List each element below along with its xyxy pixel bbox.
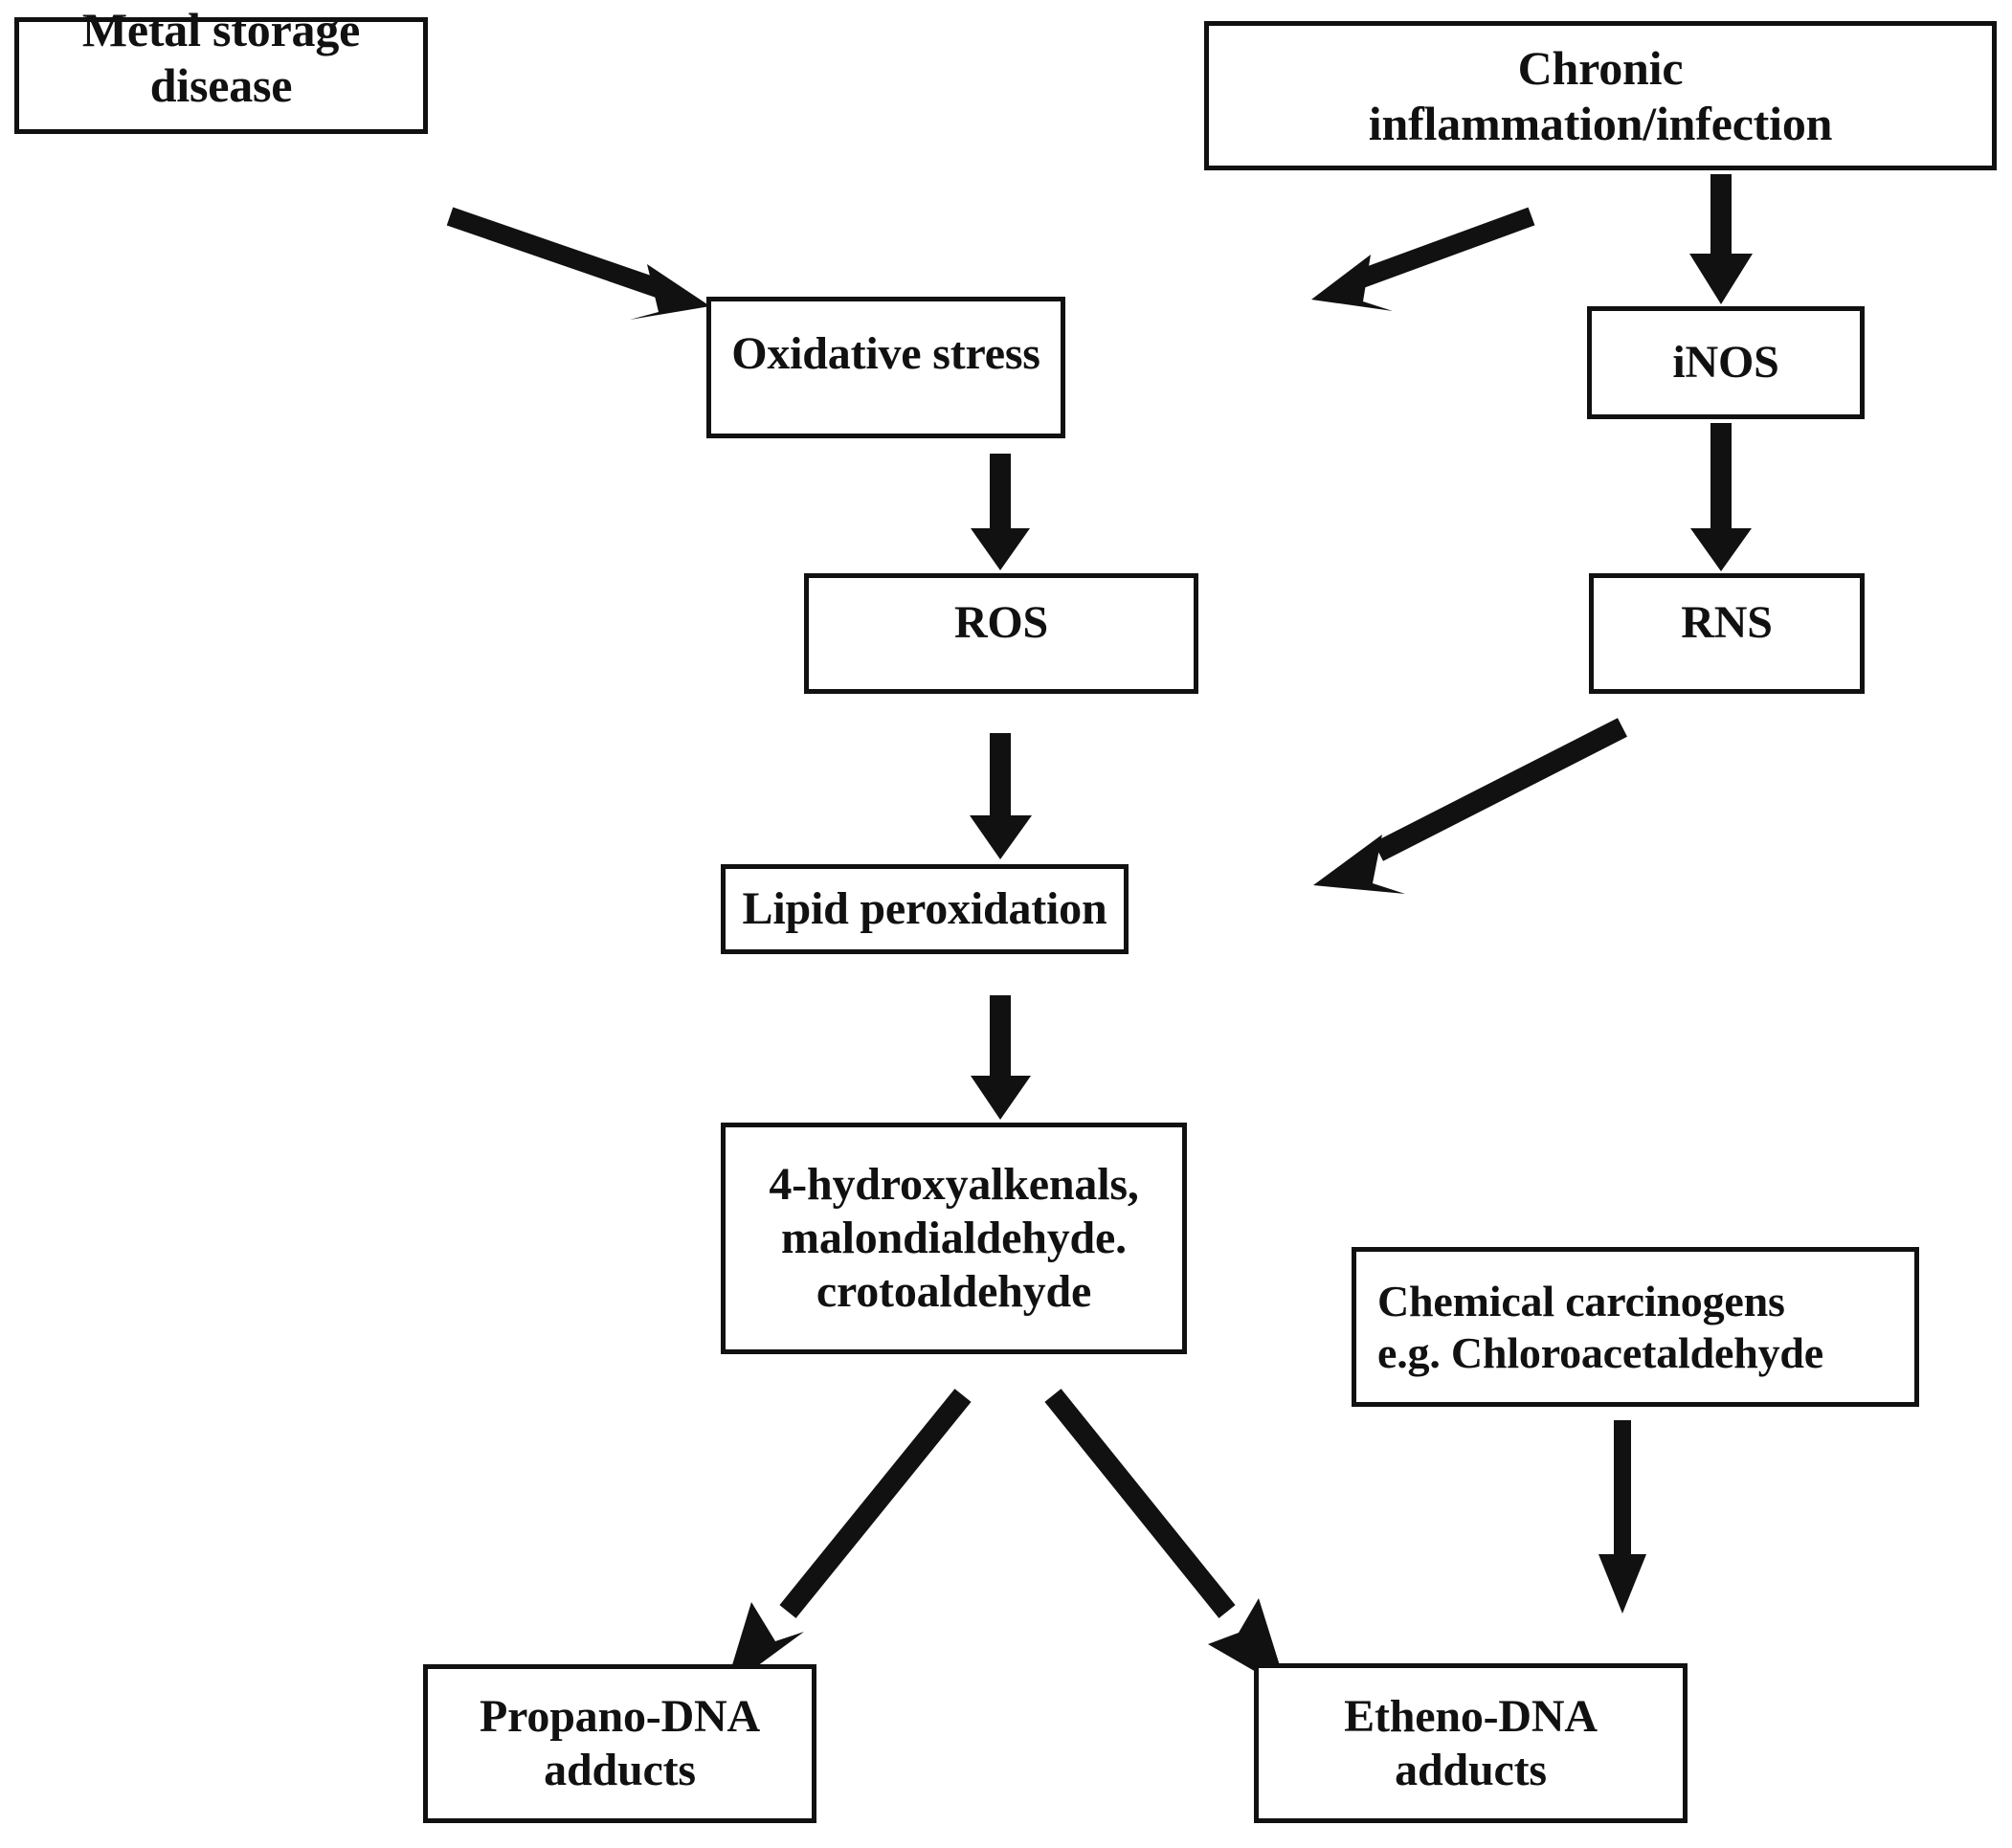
node-ros[interactable]: ROS [804,573,1198,694]
node-oxidative-stress[interactable]: Oxidative stress [706,297,1065,438]
edge-lipid-to-aldehydes [971,995,1031,1120]
node-rns[interactable]: RNS [1589,573,1865,694]
node-lipid-peroxidation-label: Lipid peroxidation [742,883,1107,935]
node-chemical-carcinogens[interactable]: Chemical carcinogens e.g. Chloroacetalde… [1352,1247,1919,1407]
node-etheno-dna-adducts-label: Etheno-DNA adducts [1344,1690,1598,1795]
node-chronic-inflammation-label: Chronic inflammation/infection [1368,41,1833,150]
node-aldehydes[interactable]: 4-hydroxyalkenals, malondialdehyde. crot… [721,1123,1187,1354]
edge-chronic-to-inos [1689,174,1753,304]
node-metal-storage-disease-label: Metal storage disease [81,3,361,112]
node-rns-label: RNS [1681,597,1773,649]
edge-carcinogens-to-etheno [1598,1420,1646,1614]
edge-oxidative-to-ros [971,454,1030,570]
node-chemical-carcinogens-label: Chemical carcinogens e.g. Chloroacetalde… [1377,1277,1824,1377]
edge-aldehydes-to-propano [725,1389,972,1690]
edge-inos-to-rns [1690,423,1752,571]
node-oxidative-stress-label: Oxidative stress [731,328,1040,380]
node-inos-label: iNOS [1672,337,1779,389]
edge-chronic-to-oxidative [1311,207,1535,311]
node-ros-label: ROS [953,597,1049,649]
node-metal-storage-disease[interactable]: Metal storage disease [14,3,428,134]
node-lipid-peroxidation[interactable]: Lipid peroxidation [721,864,1129,954]
edge-rns-to-lipid [1313,718,1627,894]
edge-metal-to-oxidative [446,207,710,320]
node-etheno-dna-adducts[interactable]: Etheno-DNA adducts [1254,1663,1688,1823]
node-aldehydes-label: 4-hydroxyalkenals, malondialdehyde. crot… [769,1159,1139,1317]
node-propano-dna-adducts[interactable]: Propano-DNA adducts [423,1664,816,1823]
node-propano-dna-adducts-label: Propano-DNA adducts [480,1691,760,1795]
edge-ros-to-lipid [970,733,1032,859]
node-chronic-inflammation[interactable]: Chronic inflammation/infection [1204,21,1997,170]
node-inos[interactable]: iNOS [1587,306,1865,419]
edge-aldehydes-to-etheno [1044,1389,1287,1690]
